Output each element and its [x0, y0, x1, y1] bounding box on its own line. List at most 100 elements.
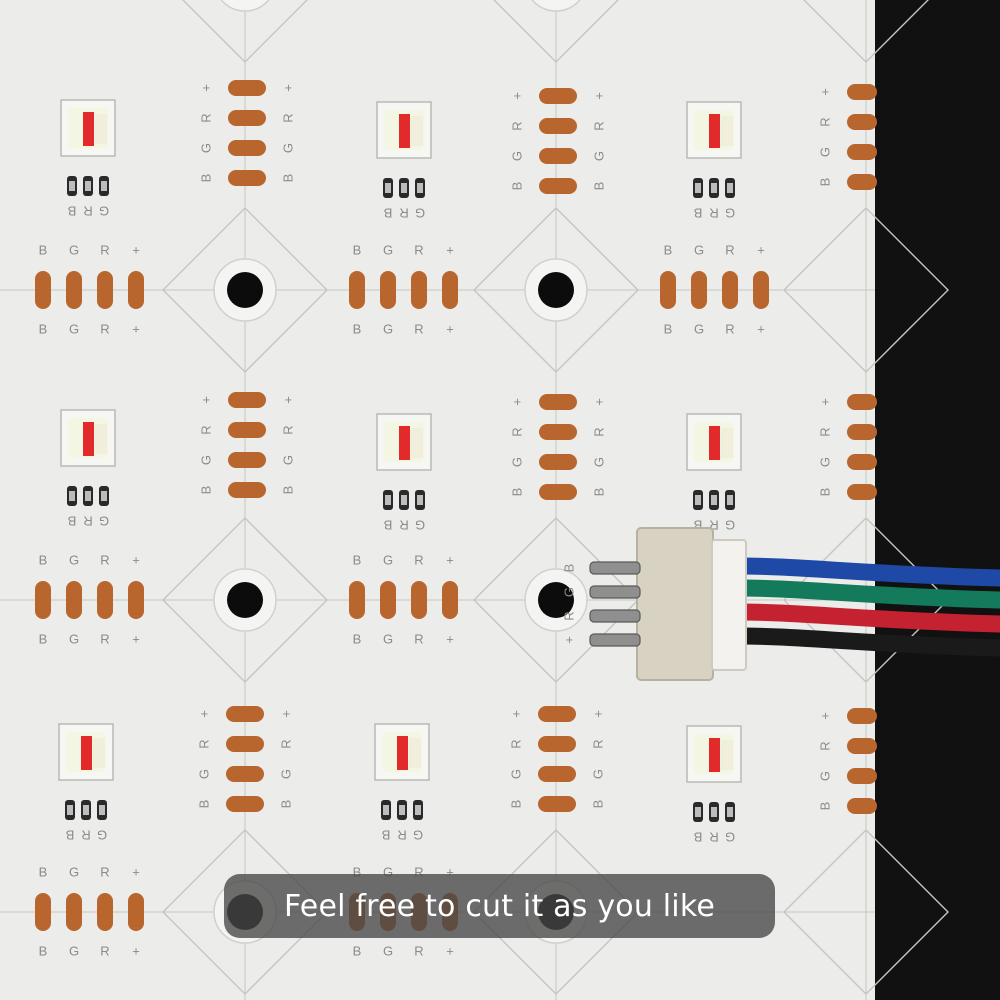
pad-label: B	[590, 800, 605, 809]
copper-pad	[128, 581, 144, 619]
resistor-label: R	[83, 514, 92, 529]
copper-pad	[97, 581, 113, 619]
copper-pad	[539, 454, 577, 470]
pad-label: R	[100, 321, 109, 336]
pad-label: B	[198, 174, 213, 183]
resistor-band	[69, 491, 75, 501]
hole	[227, 582, 263, 618]
pad-label: +	[590, 710, 605, 718]
pad-label: G	[383, 242, 393, 257]
pad-label: B	[817, 178, 832, 187]
pad-label: +	[198, 396, 213, 404]
pad-label: G	[278, 769, 293, 779]
copper-pad	[538, 736, 576, 752]
led-red-die	[399, 114, 410, 148]
resistor-band	[99, 805, 105, 815]
wire	[731, 603, 1000, 633]
copper-pad	[847, 174, 877, 190]
connector-pin	[589, 609, 641, 623]
pad-label: R	[198, 113, 213, 122]
pad-label: +	[132, 864, 140, 879]
pad-group-vertical: +RGB	[817, 708, 877, 814]
led-red-die	[81, 736, 92, 770]
resistor-label: B	[694, 518, 703, 533]
connector-pin-label: B	[561, 564, 576, 573]
copper-pad	[128, 271, 144, 309]
wire	[731, 579, 1000, 609]
pad-label: B	[278, 800, 293, 809]
copper-pad	[660, 271, 676, 309]
pad-label: G	[509, 457, 524, 467]
pad-label: R	[414, 552, 423, 567]
copper-pad	[539, 118, 577, 134]
pad-label: R	[414, 631, 423, 646]
copper-pad	[442, 581, 458, 619]
resistor-label: G	[99, 514, 109, 529]
pad-label: B	[39, 631, 48, 646]
pad-label: B	[353, 631, 362, 646]
copper-pad	[380, 271, 396, 309]
resistor-label: R	[399, 206, 408, 221]
resistor-label: R	[399, 518, 408, 533]
pad-label: B	[591, 182, 606, 191]
resistor-band	[383, 805, 389, 815]
resistor-band	[727, 183, 733, 193]
pad-label: R	[508, 739, 523, 748]
pad-label: R	[414, 242, 423, 257]
copper-pad	[539, 394, 577, 410]
resistor-label: B	[384, 206, 393, 221]
led-white-die	[411, 428, 423, 458]
resistor-label: G	[725, 518, 735, 533]
pad-label: R	[278, 739, 293, 748]
copper-pad	[847, 84, 877, 100]
copper-pad	[226, 736, 264, 752]
pad-label: R	[198, 425, 213, 434]
resistor-label: G	[99, 204, 109, 219]
resistor-label: G	[97, 828, 107, 843]
copper-pad	[722, 271, 738, 309]
pad-label: B	[817, 802, 832, 811]
pad-label: +	[757, 242, 765, 257]
resistor-label: R	[709, 830, 718, 845]
resistor-band	[727, 807, 733, 817]
pad-label: R	[100, 943, 109, 958]
resistor-label: B	[694, 830, 703, 845]
caption-banner: Feel free to cut it as you like	[224, 874, 775, 938]
resistor-band	[85, 491, 91, 501]
led-white-die	[721, 740, 733, 770]
copper-pad	[847, 768, 877, 784]
copper-pad	[97, 893, 113, 931]
pad-label: G	[694, 242, 704, 257]
copper-pad	[847, 454, 877, 470]
copper-pad	[66, 893, 82, 931]
pad-label: +	[198, 84, 213, 92]
copper-pad	[847, 738, 877, 754]
copper-pad	[380, 581, 396, 619]
copper-pad	[228, 80, 266, 96]
resistor-label: B	[68, 204, 77, 219]
pad-label: R	[414, 943, 423, 958]
pad-group-vertical: +RGB	[817, 84, 877, 190]
pad-label: B	[353, 321, 362, 336]
resistor-label: G	[725, 830, 735, 845]
resistor-label: G	[413, 828, 423, 843]
pad-label: +	[446, 631, 454, 646]
pad-label: +	[446, 943, 454, 958]
pad-label: G	[69, 943, 79, 958]
pad-label: B	[509, 182, 524, 191]
pad-label: +	[132, 321, 140, 336]
copper-pad	[226, 766, 264, 782]
pad-label: +	[280, 396, 295, 404]
copper-pad	[226, 706, 264, 722]
pad-label: G	[591, 151, 606, 161]
pcb-panel	[0, 0, 875, 1000]
pad-label: G	[383, 321, 393, 336]
